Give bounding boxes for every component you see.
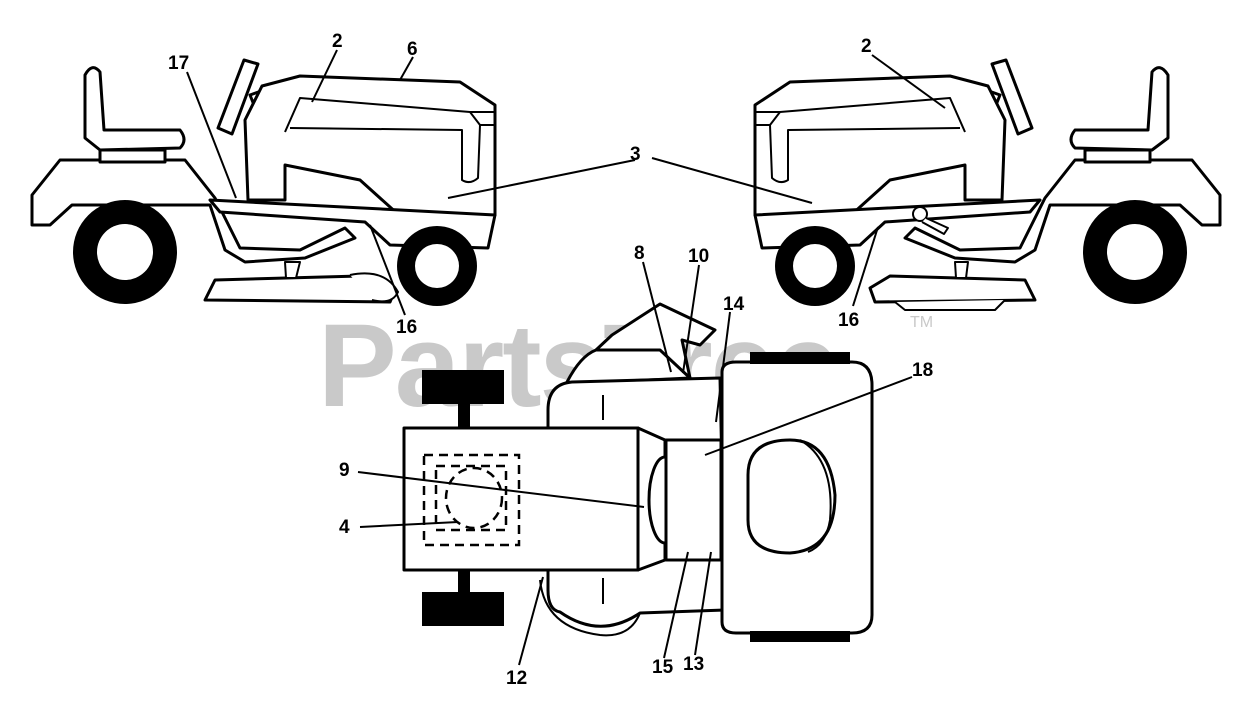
callout-14: 14 bbox=[723, 294, 745, 315]
tractor-top-view bbox=[402, 302, 874, 642]
callout-3: 3 bbox=[630, 144, 641, 165]
callout-6: 6 bbox=[407, 39, 418, 60]
callout-15: 15 bbox=[652, 657, 674, 678]
callout-13: 13 bbox=[683, 654, 704, 675]
callout-2-right: 2 bbox=[861, 36, 872, 57]
callout-8: 8 bbox=[634, 243, 645, 264]
callout-16-left: 16 bbox=[396, 317, 417, 338]
tractor-left-side-view bbox=[30, 58, 497, 306]
tractor-right-side-view bbox=[753, 58, 1222, 311]
callout-18: 18 bbox=[912, 360, 933, 381]
callout-16-right: 16 bbox=[838, 310, 859, 331]
callout-17: 17 bbox=[168, 53, 189, 74]
callout-12: 12 bbox=[506, 668, 527, 689]
leader-lines bbox=[186, 49, 946, 666]
callout-9: 9 bbox=[339, 460, 350, 481]
callout-10: 10 bbox=[688, 246, 709, 267]
callout-2-left: 2 bbox=[332, 31, 343, 52]
callout-4: 4 bbox=[339, 517, 350, 538]
callout-labels: 2 6 17 3 2 16 16 8 10 14 18 9 4 12 15 13 bbox=[168, 31, 933, 689]
watermark-trademark: TM bbox=[910, 314, 933, 331]
